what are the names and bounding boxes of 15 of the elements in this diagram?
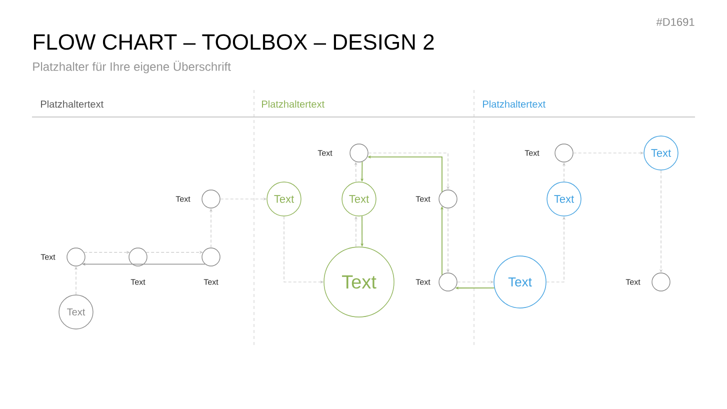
node-label: Text xyxy=(204,279,218,285)
node-label: Text xyxy=(130,279,146,285)
node-label: Text xyxy=(524,150,540,156)
node-label: Text xyxy=(626,279,640,285)
code-label: #D1691 xyxy=(656,18,694,26)
title: FLOW CHART – TOOLBOX – DESIGN 2 xyxy=(34,34,434,50)
node-label: Text xyxy=(40,254,56,260)
node-label: Text xyxy=(318,150,332,156)
node-label: Text xyxy=(416,279,430,285)
column-header: Platzhaltertext xyxy=(41,100,104,108)
node-label: Text xyxy=(176,196,190,202)
subtitle: Platzhalter für Ihre eigene Überschrift xyxy=(33,60,231,74)
column-header: Platzhaltertext xyxy=(262,100,324,108)
column-header: Platzhaltertext xyxy=(483,100,546,108)
node-label: Text xyxy=(416,196,430,202)
